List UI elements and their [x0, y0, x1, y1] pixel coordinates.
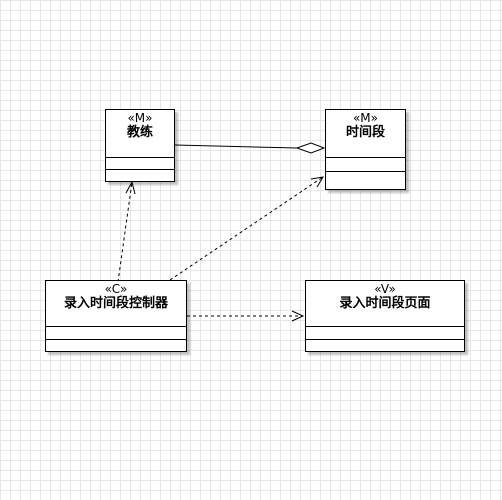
- class-coach[interactable]: «M» 教练: [105, 109, 175, 182]
- attributes-compartment[interactable]: [306, 327, 464, 340]
- class-controller[interactable]: «C» 录入时间段控制器: [45, 280, 187, 352]
- operations-compartment[interactable]: [326, 172, 405, 189]
- dependency-controller-page[interactable]: [187, 310, 305, 322]
- dependency-controller-coach[interactable]: [117, 180, 136, 283]
- attributes-compartment[interactable]: [46, 327, 186, 340]
- class-name: 录入时间段控制器: [63, 296, 168, 311]
- open-arrowhead-icon: [291, 310, 305, 322]
- aggregation-coach-timeslot[interactable]: [174, 142, 326, 154]
- open-arrowhead-icon: [310, 176, 324, 188]
- stereotype-label: «M»: [352, 111, 379, 125]
- class-timeslot[interactable]: «M» 时间段: [325, 109, 406, 190]
- class-name: 时间段: [345, 125, 385, 140]
- class-header: «C» 录入时间段控制器: [46, 281, 186, 327]
- attributes-compartment[interactable]: [326, 158, 405, 172]
- operations-compartment[interactable]: [306, 340, 464, 351]
- operations-compartment[interactable]: [46, 340, 186, 351]
- class-header: «V» 录入时间段页面: [306, 281, 464, 327]
- dependency-controller-timeslot[interactable]: [169, 176, 324, 281]
- class-name: 教练: [126, 125, 153, 140]
- attributes-compartment[interactable]: [106, 158, 174, 170]
- stereotype-label: «V»: [374, 282, 396, 296]
- open-arrowhead-icon: [125, 180, 136, 195]
- aggregation-diamond-icon: [295, 142, 326, 154]
- class-header: «M» 教练: [106, 110, 174, 158]
- class-page[interactable]: «V» 录入时间段页面: [305, 280, 465, 352]
- class-header: «M» 时间段: [326, 110, 405, 158]
- operations-compartment[interactable]: [106, 170, 174, 181]
- stereotype-label: «C»: [104, 282, 128, 296]
- stereotype-label: «M»: [127, 111, 153, 125]
- class-name: 录入时间段页面: [339, 296, 431, 311]
